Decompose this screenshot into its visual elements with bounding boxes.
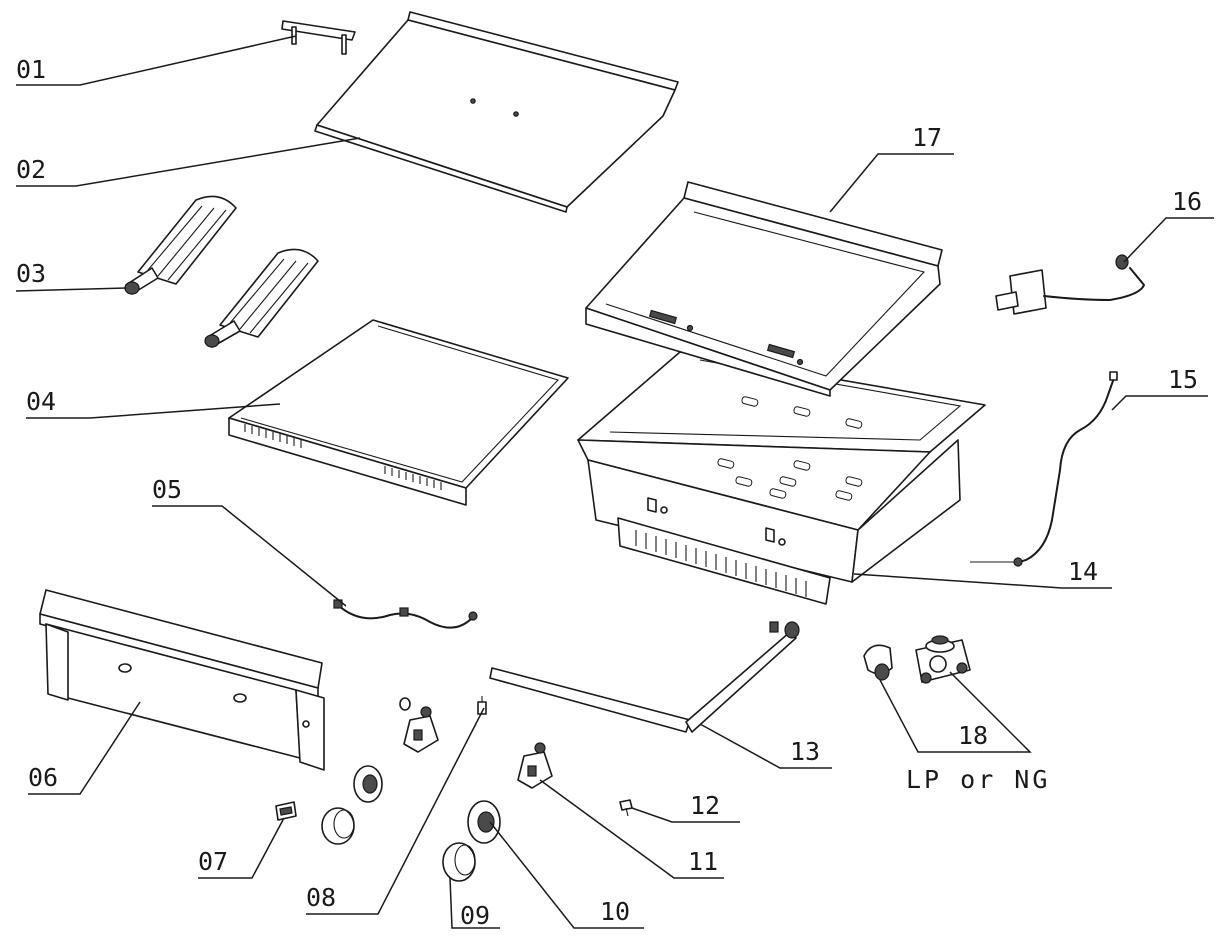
callout-13: 13 [790, 737, 820, 766]
part-griddle-plate [585, 181, 943, 397]
callout-12: 12 [690, 791, 720, 820]
regulator-option-note: LP or NG [906, 765, 1050, 794]
part-ng-regulator [915, 635, 971, 684]
callout-15: 15 [1168, 365, 1198, 394]
callout-05: 05 [152, 475, 182, 504]
callout-16: 16 [1172, 187, 1202, 216]
callout-04: 04 [26, 387, 56, 416]
part-gas-line [970, 371, 1118, 567]
part-valve-right [517, 742, 553, 789]
vent-slots [244, 424, 442, 490]
part-cover-lid [314, 11, 679, 213]
callout-01: 01 [16, 55, 46, 84]
part-bezel-left [353, 765, 383, 803]
callout-11: 11 [688, 847, 718, 876]
part-burner-left [124, 195, 237, 295]
part-handle [281, 20, 356, 55]
part-knob-right [442, 842, 476, 882]
callout-17: 17 [912, 123, 942, 152]
callout-10: 10 [600, 897, 630, 926]
part-ignition-wire [333, 599, 478, 629]
callout-09: 09 [460, 901, 490, 930]
callout-18: 18 [958, 721, 988, 750]
callout-labels: 01 02 03 04 05 06 07 08 09 10 11 12 13 1… [16, 55, 1202, 930]
part-control-panel [39, 589, 325, 771]
part-screw [619, 799, 633, 817]
callout-08: 08 [306, 883, 336, 912]
part-lp-regulator [863, 644, 893, 681]
part-knob-left [321, 807, 355, 845]
part-burner-right [204, 248, 319, 348]
part-switch-bracket [275, 801, 297, 821]
callout-07: 07 [198, 847, 228, 876]
callout-03: 03 [16, 259, 46, 288]
part-igniter-module [995, 254, 1146, 315]
part-manifold [489, 621, 800, 733]
firebox-vents [635, 530, 807, 597]
part-bezel-right [467, 800, 501, 844]
firebox-slots [717, 396, 863, 501]
part-grease-tray [228, 319, 569, 506]
part-firebox [577, 351, 986, 605]
part-valve-left [403, 706, 439, 753]
callout-02: 02 [16, 155, 46, 184]
callout-06: 06 [28, 763, 58, 792]
leader-lines [15, 35, 1214, 929]
part-valve-screw [399, 697, 411, 711]
part-electrode [477, 696, 487, 715]
callout-14: 14 [1068, 557, 1098, 586]
